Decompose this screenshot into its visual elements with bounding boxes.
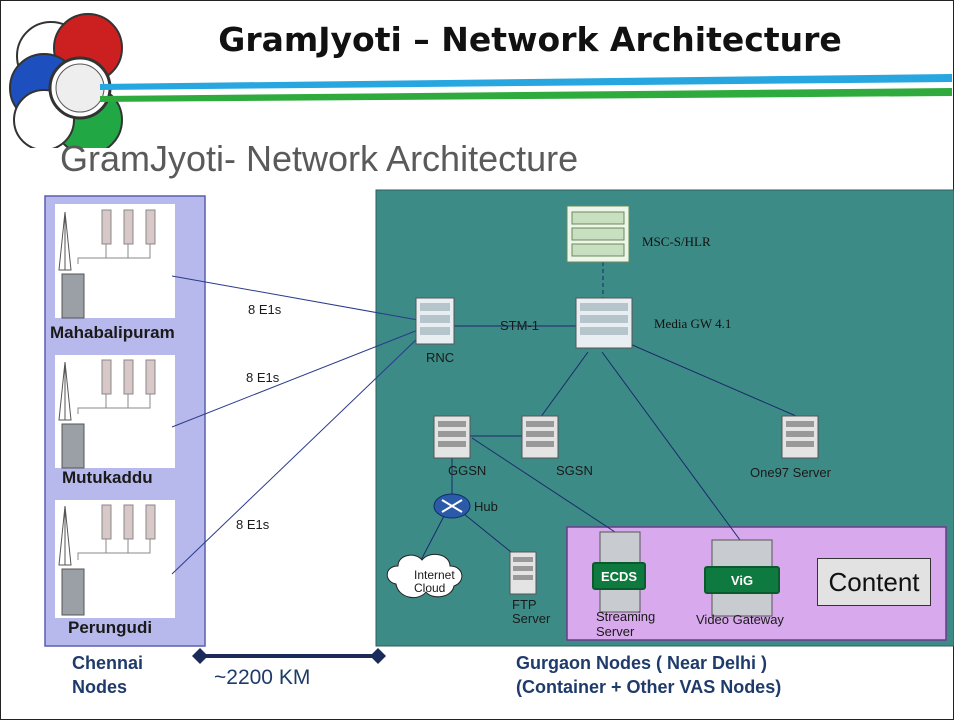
- e1-link-1: [171, 275, 419, 321]
- msc-rack-icon: [566, 205, 630, 263]
- ftp-server-label: FTP Server: [512, 597, 551, 626]
- rnc-label: RNC: [426, 350, 455, 365]
- streaming-server-label: Streaming Server: [596, 609, 656, 639]
- media-gw-label: Media GW 4.1: [654, 316, 732, 331]
- chennai-nodes-label: Chennai Nodes: [72, 653, 144, 697]
- hub-ftp-link: [463, 513, 517, 557]
- diagram-title: GramJyoti- Network Architecture: [60, 138, 579, 179]
- content-box: Content: [817, 558, 931, 606]
- distance-label: ~2200 KM: [214, 666, 311, 689]
- header-stripes: [100, 74, 952, 102]
- cloud-icon: [386, 553, 463, 599]
- hub-icon: [433, 493, 471, 519]
- e1-link-3: [171, 335, 421, 575]
- mgw-one97-link: [629, 343, 797, 417]
- stm1-label: STM-1: [500, 318, 539, 333]
- site-equipment-mutukaddu: [55, 355, 175, 469]
- site-equipment-perungudi: [55, 500, 175, 618]
- ftp-server-icon: [509, 551, 537, 595]
- link-label-3: 8 E1s: [236, 517, 270, 532]
- mgw-sgsn-link: [539, 351, 589, 419]
- ggsn-label: GGSN: [448, 463, 487, 478]
- link-label-2: 8 E1s: [246, 370, 280, 385]
- one97-server-icon: [781, 415, 819, 459]
- ecds-badge: ECDS: [592, 562, 646, 590]
- distance-left-marker: [192, 648, 208, 664]
- vig-badge: ViG: [704, 566, 780, 594]
- site-label-mahabalipuram: Mahabalipuram: [50, 323, 175, 342]
- ggsn-rack-icon: [433, 415, 471, 459]
- one97-label: One97 Server: [750, 465, 831, 480]
- site-equipment-mahabalipuram: [55, 204, 175, 319]
- sgsn-label: SGSN: [556, 463, 593, 478]
- e1-link-2: [171, 329, 419, 428]
- hub-cloud-link: [419, 515, 445, 563]
- gurgaon-line-1: Gurgaon Nodes ( Near Delhi ): [516, 653, 768, 673]
- hub-label: Hub: [474, 499, 498, 514]
- gurgaon-line-2: (Container + Other VAS Nodes): [516, 677, 782, 697]
- ggsn-ecds-link: [471, 437, 619, 535]
- rnc-rack-icon: [415, 297, 455, 345]
- mgw-vig-link: [601, 351, 741, 541]
- site-label-mutukaddu: Mutukaddu: [62, 468, 153, 487]
- media-gw-rack-icon: [575, 297, 633, 349]
- msc-label: MSC-S/HLR: [642, 234, 711, 249]
- site-label-perungudi: Perungudi: [68, 618, 153, 637]
- link-label-1: 8 E1s: [248, 302, 282, 317]
- distance-right-marker: [370, 648, 386, 664]
- gurgaon-nodes-label: Gurgaon Nodes ( Near Delhi ) (Container …: [516, 651, 781, 699]
- slide-title: GramJyoti – Network Architecture: [218, 20, 842, 59]
- video-gateway-label: Video Gateway: [696, 612, 784, 627]
- sgsn-rack-icon: [521, 415, 559, 459]
- internet-cloud-label: Internet Cloud: [414, 568, 455, 595]
